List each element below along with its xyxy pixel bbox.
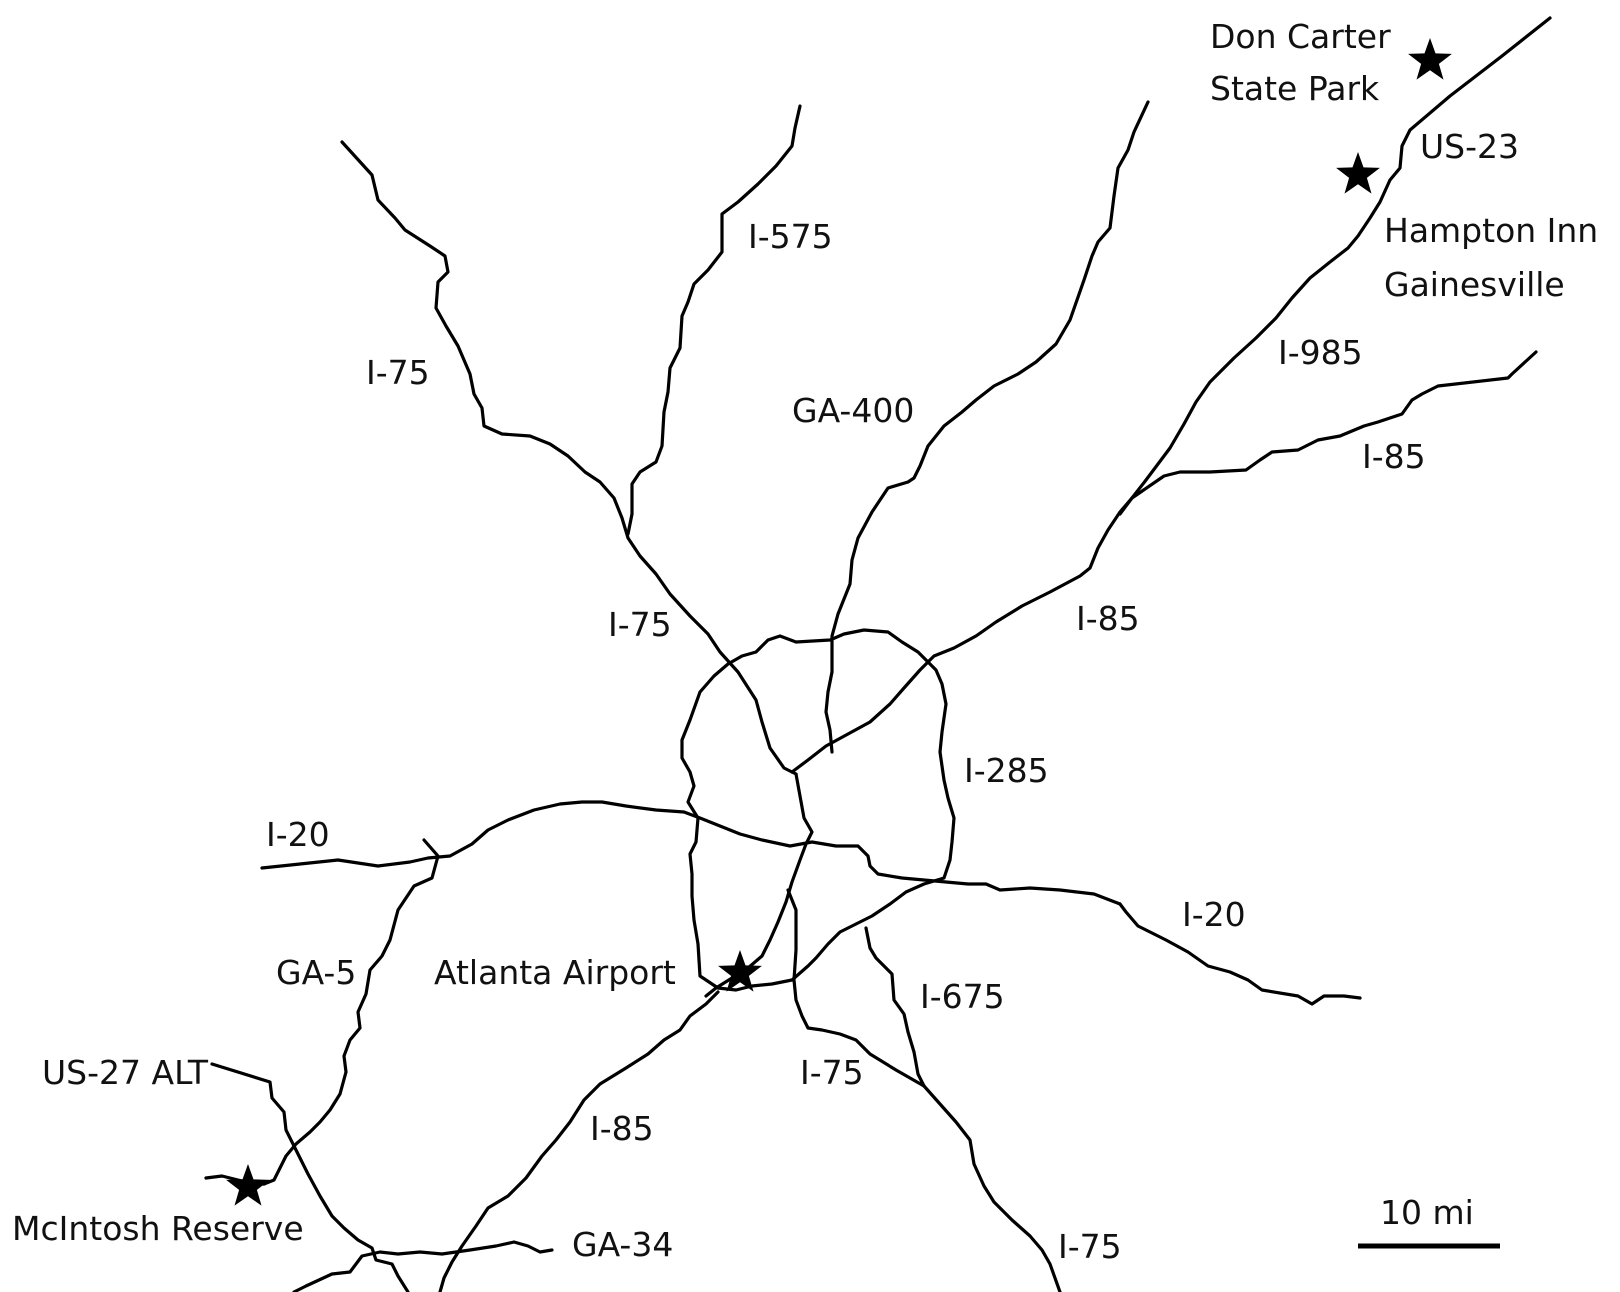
road-i85-ne-far	[1130, 350, 1538, 500]
road-i75-nw	[340, 140, 798, 776]
road-i75-se	[922, 1084, 1062, 1292]
scale-bar: 10 mi	[1358, 1193, 1500, 1249]
star-icon-hampton-inn[interactable]	[1336, 152, 1380, 194]
label-hampton-line1: Hampton Inn	[1384, 211, 1598, 250]
star-icon-don-carter[interactable]	[1408, 38, 1452, 80]
label-i85-sw: I-85	[590, 1109, 654, 1148]
label-i75-s: I-75	[800, 1053, 864, 1092]
label-i675: I-675	[920, 977, 1005, 1016]
label-hampton-line2: Gainesville	[1384, 265, 1565, 304]
road-i675	[864, 926, 926, 1088]
road-us27alt	[210, 1062, 410, 1292]
road-ga400	[824, 100, 1150, 754]
label-i85-ne-far: I-85	[1362, 437, 1426, 476]
label-i985: I-985	[1278, 333, 1363, 372]
road-i85-sw	[438, 990, 720, 1292]
road-i20-e	[1118, 902, 1362, 1006]
label-i85-ne: I-85	[1076, 599, 1140, 638]
label-don-carter-line2: State Park	[1210, 69, 1380, 108]
label-atlanta-airport: Atlanta Airport	[434, 953, 676, 992]
label-i575: I-575	[748, 217, 833, 256]
label-mcintosh-reserve: McIntosh Reserve	[12, 1209, 304, 1248]
label-i75-center: I-75	[608, 605, 672, 644]
label-i20-e: I-20	[1182, 895, 1246, 934]
road-ga34	[292, 1240, 554, 1292]
label-i75-nw: I-75	[366, 353, 430, 392]
road-i285	[680, 628, 956, 992]
scale-bar-label: 10 mi	[1380, 1193, 1474, 1232]
label-i285: I-285	[964, 751, 1049, 790]
label-us27alt: US-27 ALT	[42, 1053, 209, 1092]
label-ga400: GA-400	[792, 391, 914, 430]
label-ga34: GA-34	[572, 1225, 673, 1264]
road-i75-s	[786, 888, 926, 1088]
road-i20-w	[260, 800, 1122, 906]
star-icon-mcintosh-reserve[interactable]	[226, 1164, 270, 1206]
road-i575	[626, 104, 802, 536]
label-i20-w: I-20	[266, 815, 330, 854]
road-ga5	[262, 838, 440, 1186]
label-i75-se: I-75	[1058, 1227, 1122, 1266]
label-ga5: GA-5	[276, 953, 356, 992]
label-don-carter-line1: Don Carter	[1210, 17, 1391, 56]
label-us23: US-23	[1420, 127, 1519, 166]
star-icon-atlanta-airport[interactable]	[718, 950, 762, 992]
road-i985-us23	[1118, 16, 1552, 516]
road-i85-ne	[790, 496, 1134, 774]
